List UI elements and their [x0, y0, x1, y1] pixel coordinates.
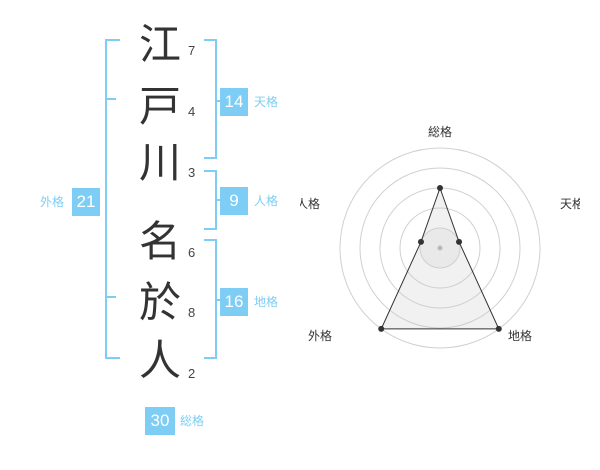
- stroke-count-4: 6: [188, 245, 196, 260]
- stroke-count-3: 3: [188, 165, 196, 180]
- stroke-count-1: 7: [188, 43, 196, 58]
- radar-point-2: [456, 238, 463, 245]
- tenkaku-label: 天格: [254, 95, 279, 109]
- radar-axis-label-3: 地格: [508, 328, 532, 343]
- radar-point-3: [495, 325, 502, 332]
- jinkaku-label: 人格: [254, 194, 279, 208]
- stroke-count-6: 2: [188, 366, 196, 381]
- radar-axis-label-1: 総格: [428, 124, 452, 139]
- radar-axis-label-5: 人格: [300, 196, 320, 211]
- radar-point-1: [437, 185, 443, 191]
- radar-series-shape: [380, 186, 500, 330]
- chikaku-label: 地格: [254, 295, 279, 309]
- tenkaku-bracket: [204, 39, 217, 159]
- tenkaku-value: 14: [220, 88, 248, 116]
- gaikaku-value: 21: [72, 188, 100, 216]
- stroke-count-2: 4: [188, 104, 196, 119]
- chikaku-value: 16: [220, 288, 248, 316]
- jinkaku-bracket: [204, 170, 217, 230]
- radar-center-point: [437, 245, 443, 251]
- radar-point-4: [378, 325, 385, 332]
- gaikaku-bracket: [105, 39, 120, 359]
- radar-axis-label-4: 外格: [308, 328, 332, 343]
- gaikaku-label: 外格: [40, 195, 65, 209]
- jinkaku-value: 9: [220, 187, 248, 215]
- chikaku-bracket: [204, 239, 217, 359]
- soukaku-value: 30: [145, 407, 175, 435]
- radar-axis-label-2: 天格: [560, 196, 580, 211]
- soukaku-label: 総格: [180, 414, 205, 428]
- radar-point-5: [417, 238, 424, 245]
- stroke-count-5: 8: [188, 305, 196, 320]
